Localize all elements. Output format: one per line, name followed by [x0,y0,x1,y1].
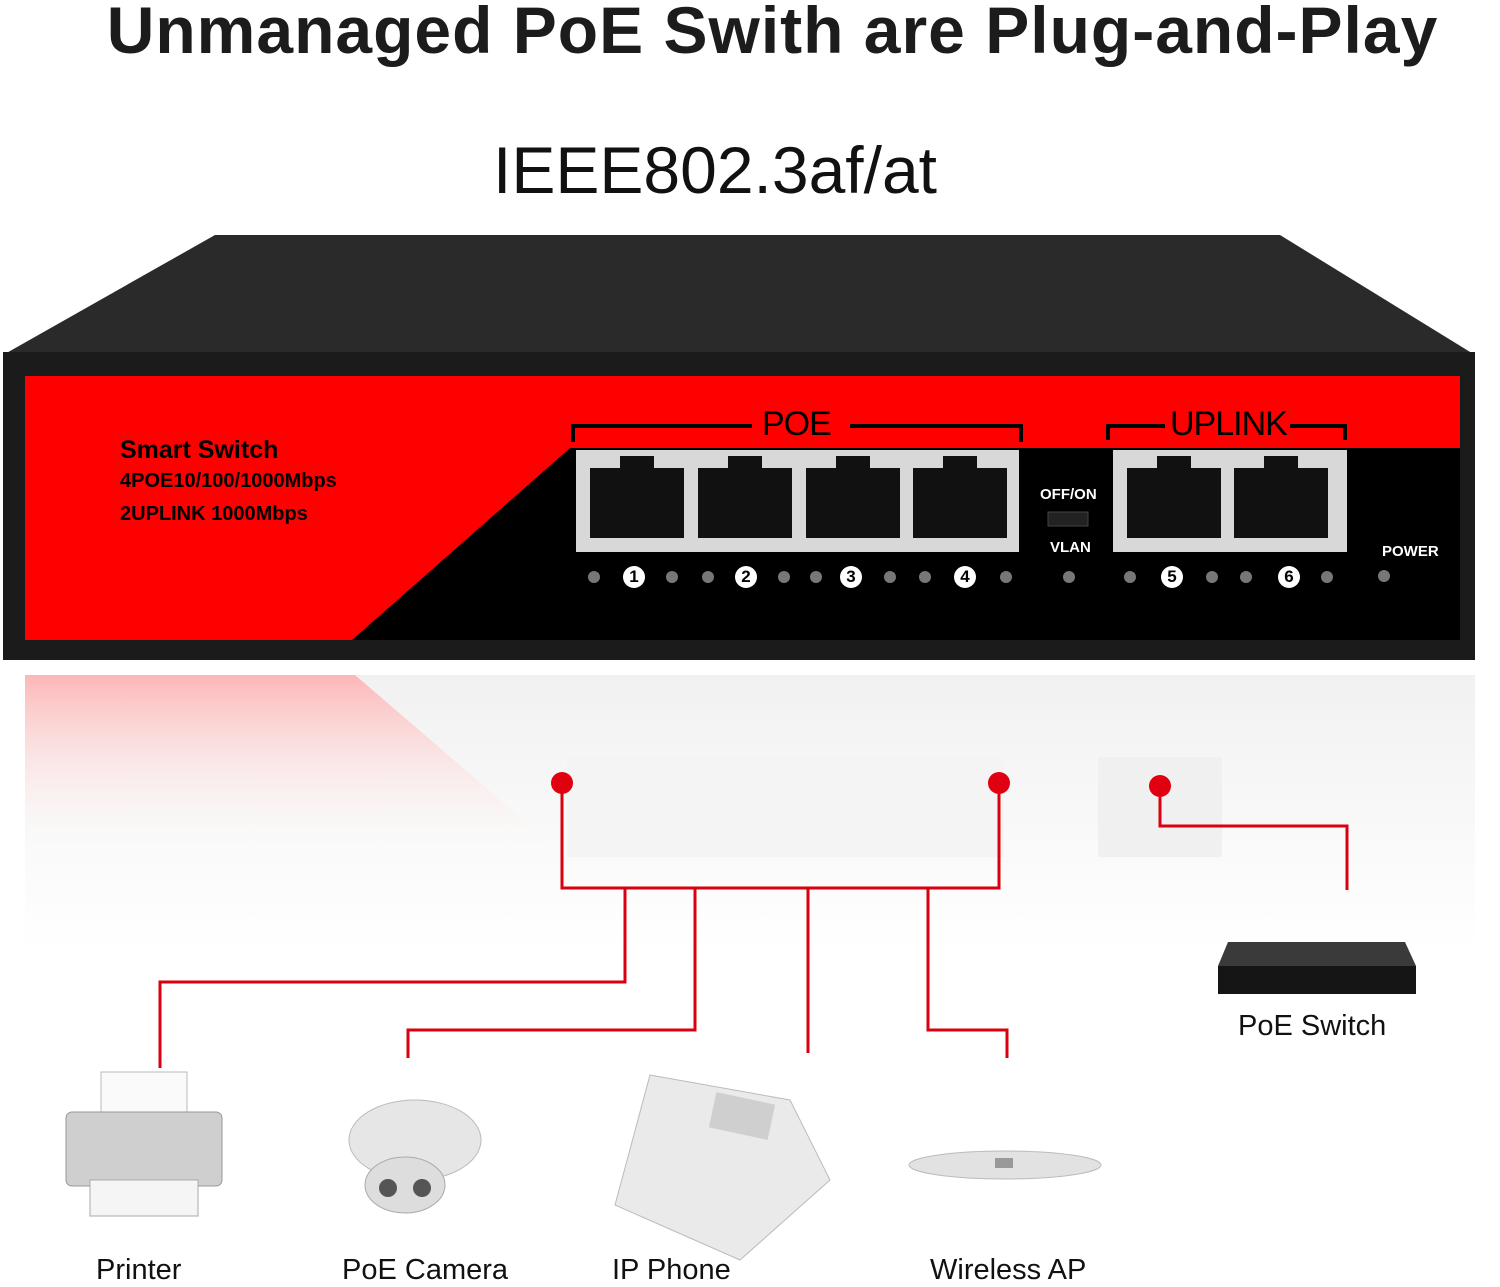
printer-label: Printer [96,1254,182,1286]
dip-vlan-label: VLAN [1050,539,1091,556]
uplink-group-label: UPLINK [1170,405,1288,443]
wireless-ap-icon [908,1150,1102,1180]
port-number: 2 [735,566,757,588]
ip-phone-icon [614,1074,831,1261]
headline: Unmanaged PoE Swith are Plug-and-Play [106,0,1439,67]
camera-icon [348,1099,482,1214]
printer-icon [65,1071,223,1217]
switch-poe-spec: 4POE10/100/1000Mbps [120,470,337,492]
phone-label: IP Phone [612,1254,731,1286]
switch-uplink-spec: 2UPLINK 1000Mbps [120,503,308,525]
port-number: 4 [954,566,976,588]
poe-switch-icon [1218,942,1416,994]
standard-subtitle: IEEE802.3af/at [493,133,937,207]
port-number: 5 [1161,566,1183,588]
port-number: 6 [1278,566,1300,588]
port-number: 3 [840,566,862,588]
port-number: 1 [623,566,645,588]
vlan-dip-switch [1047,511,1089,527]
poe-switch-label: PoE Switch [1238,1010,1387,1042]
camera-label: PoE Camera [342,1254,509,1286]
dip-offon-label: OFF/ON [1040,486,1097,503]
status-leds [588,570,1390,583]
red-panel [25,376,1460,640]
switch-model-label: Smart Switch [120,436,279,464]
ap-label: Wireless AP [930,1254,1087,1286]
connection-lines [158,783,1349,1068]
poe-group-label: POE [762,405,832,443]
switch-top [3,235,1475,355]
power-label: POWER [1382,543,1439,560]
rj45-ports [590,456,1328,538]
